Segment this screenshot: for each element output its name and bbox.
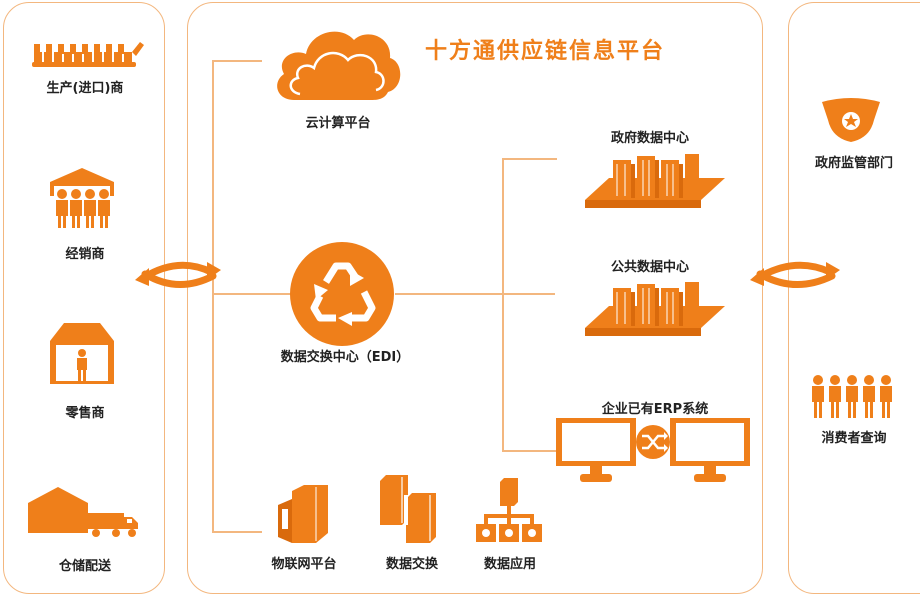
gov-data-center-label: 政府数据中心	[610, 131, 689, 146]
public-data-center-icon	[585, 278, 725, 340]
left-item-retailer-label: 零售商	[65, 406, 105, 421]
platform-title: 十方通供应链信息平台	[425, 39, 666, 64]
gov-regulator-label: 政府监管部门	[814, 156, 893, 171]
left-item-warehouse-label: 仓储配送	[58, 559, 111, 574]
right-panel	[788, 2, 920, 594]
warehouse-truck-icon	[28, 487, 140, 539]
police-cap-icon	[820, 98, 882, 142]
iot-server-icon	[278, 485, 328, 543]
gov-data-center-icon	[585, 150, 725, 212]
distributor-group-icon	[50, 168, 114, 230]
connector-edi-right	[395, 293, 555, 295]
cloud-platform-label: 云计算平台	[305, 116, 371, 131]
data-exchange-servers-icon	[380, 475, 442, 543]
connector-left-vertical	[212, 60, 214, 532]
bidirectional-arrow-icon	[135, 258, 221, 290]
connector-right-vertical	[502, 158, 504, 451]
connector-top-stub	[212, 60, 262, 62]
data-application-label: 数据应用	[483, 557, 536, 572]
connector-gov-stub	[502, 158, 557, 160]
center-panel	[187, 2, 763, 594]
left-item-manufacturer-label: 生产(进口)商	[46, 81, 124, 96]
cloud-icon	[272, 22, 404, 104]
left-item-distributor-label: 经销商	[65, 247, 105, 262]
left-panel	[3, 2, 165, 594]
erp-system-label: 企业已有ERP系统	[601, 402, 709, 417]
connector-main-horizontal	[212, 293, 292, 295]
erp-monitors-icon	[556, 418, 750, 484]
recycle-icon	[290, 242, 394, 346]
retail-store-icon	[50, 323, 114, 385]
bidirectional-arrow-icon	[750, 258, 840, 290]
data-exchange-label: 数据交换	[385, 557, 438, 572]
consumer-query-label: 消费者查询	[821, 431, 887, 446]
data-application-tree-icon	[474, 478, 544, 544]
connector-erp-stub	[502, 450, 557, 452]
iot-platform-label: 物联网平台	[271, 557, 337, 572]
connector-bottom-stub	[212, 531, 262, 533]
conveyor-icon	[32, 40, 144, 68]
edi-center-label: 数据交换中心（EDI）	[280, 350, 410, 365]
consumers-group-icon	[810, 374, 896, 420]
public-data-center-label: 公共数据中心	[610, 260, 689, 275]
